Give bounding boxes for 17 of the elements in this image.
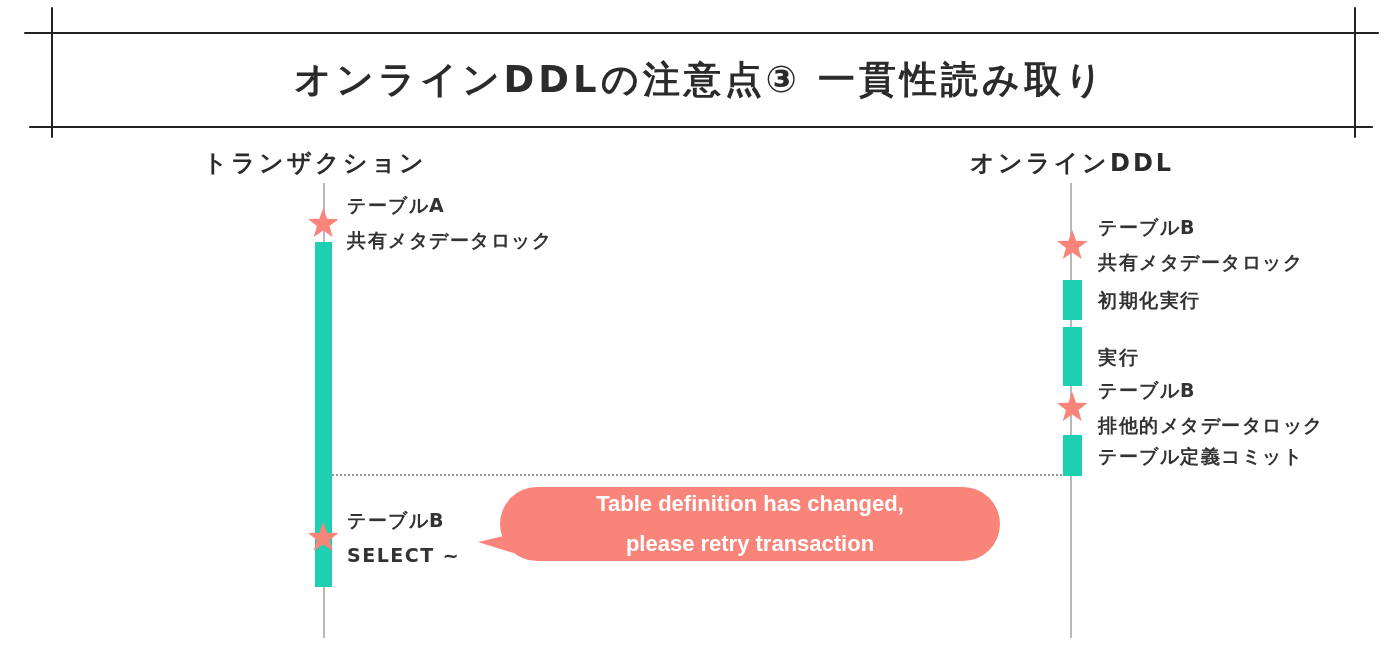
event-label: テーブルA bbox=[347, 193, 446, 217]
step-label: 実行 bbox=[1098, 344, 1139, 369]
event-label: テーブルB bbox=[1098, 378, 1196, 402]
event-label: テーブルB bbox=[347, 508, 445, 532]
event-label: 共有メタデータロック bbox=[347, 228, 552, 252]
event-label: 排他的メタデータロック bbox=[1098, 413, 1324, 437]
participant-label: トランザクション bbox=[203, 148, 427, 178]
event-label: SELECT ~ bbox=[347, 543, 461, 567]
step-label: 初期化実行 bbox=[1098, 288, 1201, 312]
dotted-line bbox=[331, 474, 1064, 476]
step-label: テーブル定義コミット bbox=[1098, 443, 1303, 468]
activation-bar bbox=[315, 242, 332, 587]
error-message: Table definition has changed, please retry transaction bbox=[595, 490, 905, 558]
event-label: 共有メタデータロック bbox=[1098, 250, 1303, 274]
title: オンラインDDLの注意点③ 一貫性読み取り bbox=[293, 57, 1107, 103]
event-label: テーブルB bbox=[1098, 215, 1196, 239]
participant-label: オンラインDDL bbox=[970, 148, 1175, 178]
